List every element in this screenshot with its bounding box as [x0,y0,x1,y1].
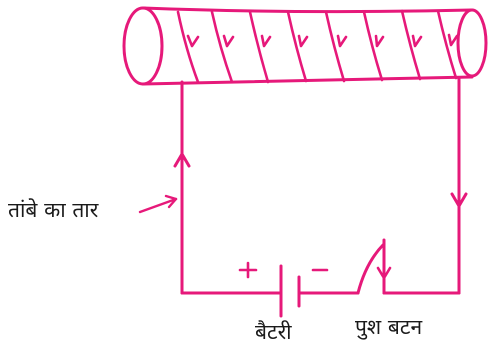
battery-label: बैटरी [255,320,292,344]
coil-arrow [186,34,200,48]
cylinder-left-end [122,6,164,86]
copper-wire-label: तांबे का तार [8,198,99,222]
coil-arrow [336,34,348,48]
wire-current-arrows [173,152,468,208]
coil-current-arrows [186,33,459,48]
coil-arrow [222,34,235,48]
coil-windings [176,9,458,84]
up-arrow-icon [173,152,191,168]
coil-turn [210,10,234,84]
coil-turn [400,9,422,81]
coil-arrow [374,34,385,48]
coil-turn [286,10,308,83]
cylinder-bottom-edge [141,75,474,86]
pointer-line [138,197,178,214]
cylinder-top-edge [141,6,474,14]
cylinder-right-end [456,8,488,78]
switch-lever [356,242,386,295]
coil-turn [248,10,270,84]
push-button-label: पुश बटन [355,315,423,339]
coil-arrow [297,34,309,48]
coil-turn [362,10,384,82]
switch-arrow-icon [376,266,392,280]
coil-arrow [411,34,423,48]
coil-arrow [260,34,272,48]
iron-cylinder [122,6,488,86]
push-button-switch [356,238,392,295]
label-pointer [138,194,178,214]
down-arrow-icon [450,192,468,208]
pointer-arrowhead-icon [164,194,178,209]
coil-arrow [447,33,459,47]
battery-plus-icon [238,261,258,279]
circuit-wires [180,76,461,295]
coil-turn [324,10,346,83]
coil-turn [176,10,200,84]
coil-turn [436,9,458,80]
battery-symbol [238,261,329,318]
